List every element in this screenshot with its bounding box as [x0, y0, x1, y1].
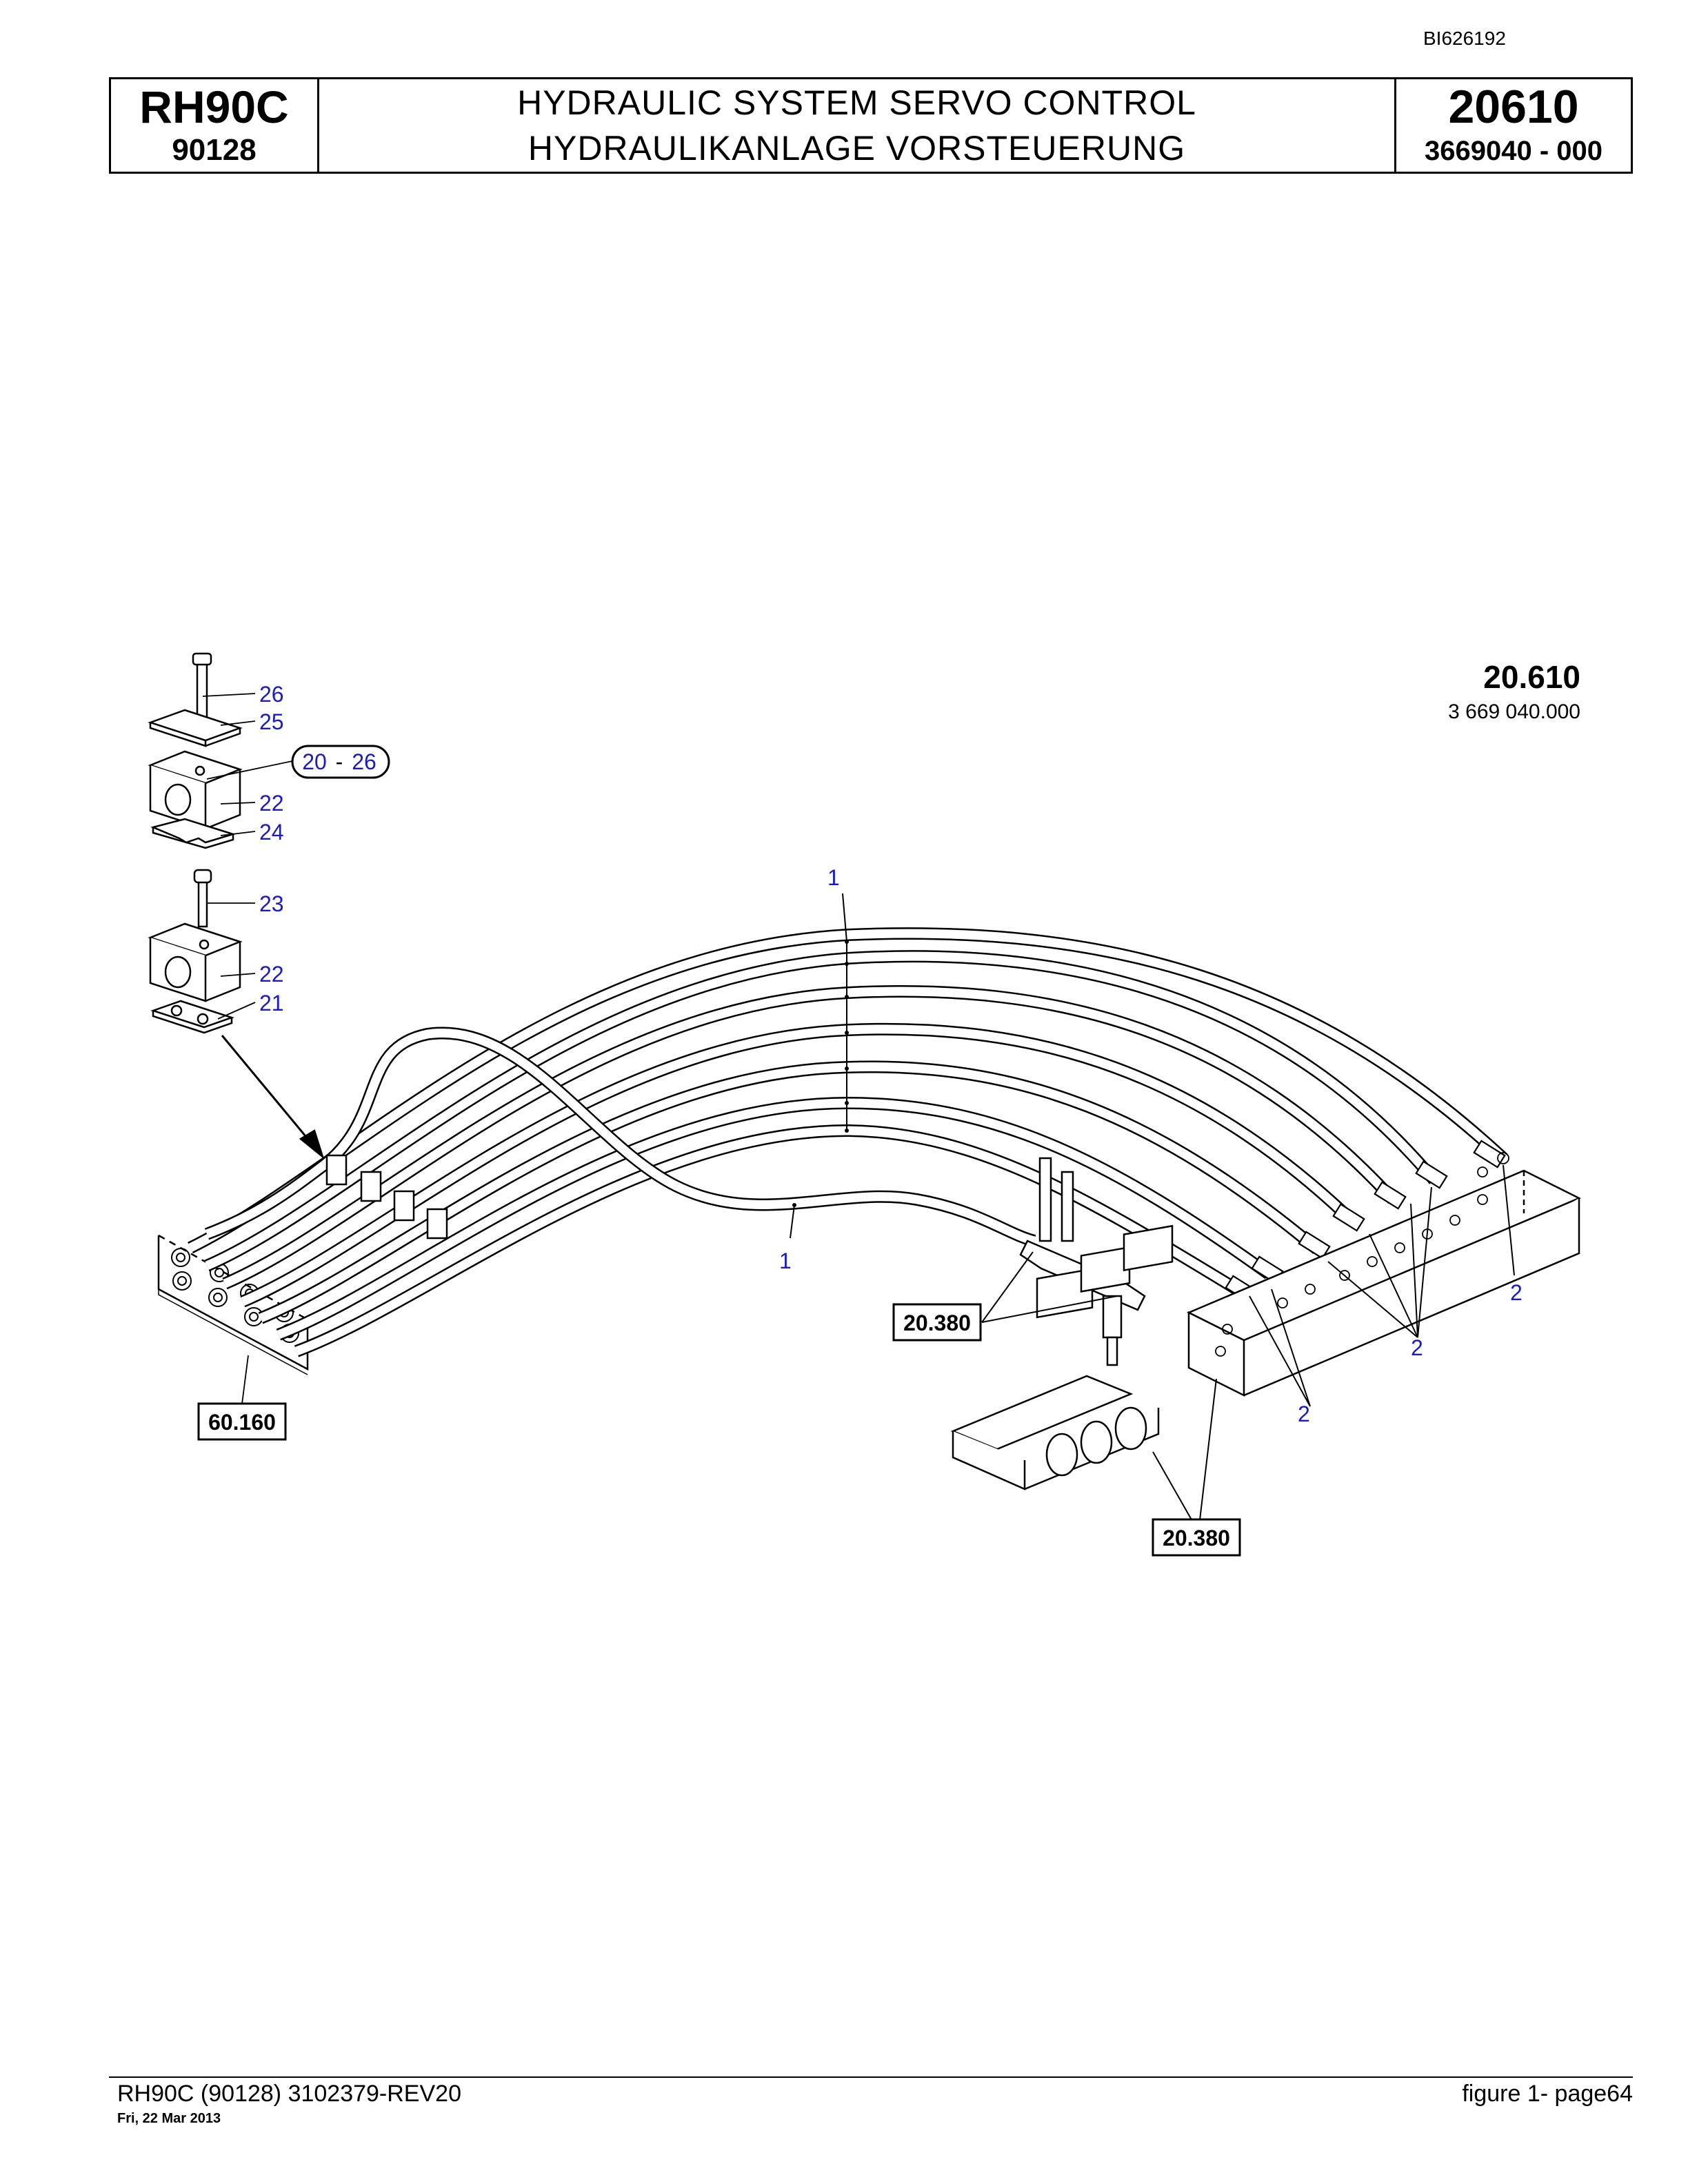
range-from: 20	[302, 749, 327, 774]
ref-left-label: 60.160	[208, 1410, 276, 1435]
ref-box-valve: 20.380	[1152, 1518, 1241, 1557]
clamp-assembly	[148, 652, 325, 1160]
right-manifold-block	[1187, 1152, 1581, 1397]
valve-bank	[950, 1224, 1174, 1490]
footer-document-ref: RH90C (90128) 3102379-REV20	[117, 2081, 461, 2107]
machine-model: RH90C	[139, 81, 289, 132]
clamp-22-icon	[148, 750, 243, 830]
leader-lines	[790, 893, 1515, 1533]
plate-24-icon	[150, 818, 237, 844]
footer-rule	[109, 2076, 1633, 2078]
range-to: 26	[352, 749, 376, 774]
title-block: RH90C 90128 HYDRAULIC SYSTEM SERVO CONTR…	[109, 77, 1633, 174]
group-cell: 20610 3669040 - 000	[1396, 79, 1631, 172]
left-connection-block	[157, 1234, 309, 1410]
group-label: 20.610 3 669 040.000	[1448, 659, 1580, 723]
range-callout: 20 - 26	[291, 745, 390, 779]
reference-boxes: 60.160 20.380 20.380	[197, 1303, 1241, 1557]
callout-1-top: 1	[827, 865, 840, 890]
plate-25-icon	[148, 709, 243, 742]
ref-box-left: 60.160	[197, 1402, 287, 1441]
callout-24: 24	[259, 820, 284, 845]
callout-2-c: 2	[1510, 1280, 1523, 1305]
machine-cell: RH90C 90128	[111, 79, 319, 172]
bolt-26-icon	[192, 652, 212, 720]
hose-callouts: 1 1 2 2 2	[779, 865, 1523, 1426]
document-id: BI626192	[1423, 28, 1506, 49]
ref-tee-label: 20.380	[903, 1311, 971, 1335]
bolt-23-icon	[193, 869, 212, 928]
title-german: HYDRAULIKANLAGE VORSTEUERUNG	[528, 129, 1186, 168]
callout-25: 25	[259, 709, 284, 734]
footer-date: Fri, 22 Mar 2013	[117, 2111, 221, 2126]
group-label-number: 20.610	[1483, 659, 1580, 695]
callout-23: 23	[259, 891, 284, 916]
callout-21: 21	[259, 991, 284, 1015]
group-label-part: 3 669 040.000	[1448, 700, 1580, 723]
clamp-callouts: 26 25 22 24 23 22 21	[259, 682, 284, 1015]
plate-21-icon	[150, 1000, 234, 1029]
callout-2-b: 2	[1411, 1335, 1423, 1360]
group-number: 20610	[1448, 81, 1579, 133]
callout-22-lower: 22	[259, 962, 284, 987]
part-number: 3669040 - 000	[1424, 136, 1602, 166]
clamp-22-lower-icon	[148, 922, 243, 1002]
ref-box-tee: 20.380	[892, 1303, 982, 1342]
callout-26: 26	[259, 682, 284, 707]
callout-1-bottom: 1	[779, 1248, 792, 1273]
callout-22: 22	[259, 791, 284, 816]
callout-2-a: 2	[1298, 1402, 1310, 1426]
footer-page: figure 1- page64	[1462, 2081, 1633, 2107]
ref-valve-label: 20.380	[1163, 1526, 1230, 1550]
machine-serial: 90128	[172, 133, 257, 167]
range-dash: -	[336, 749, 343, 774]
title-cell: HYDRAULIC SYSTEM SERVO CONTROL HYDRAULIK…	[319, 79, 1396, 172]
title-english: HYDRAULIC SYSTEM SERVO CONTROL	[517, 83, 1196, 122]
